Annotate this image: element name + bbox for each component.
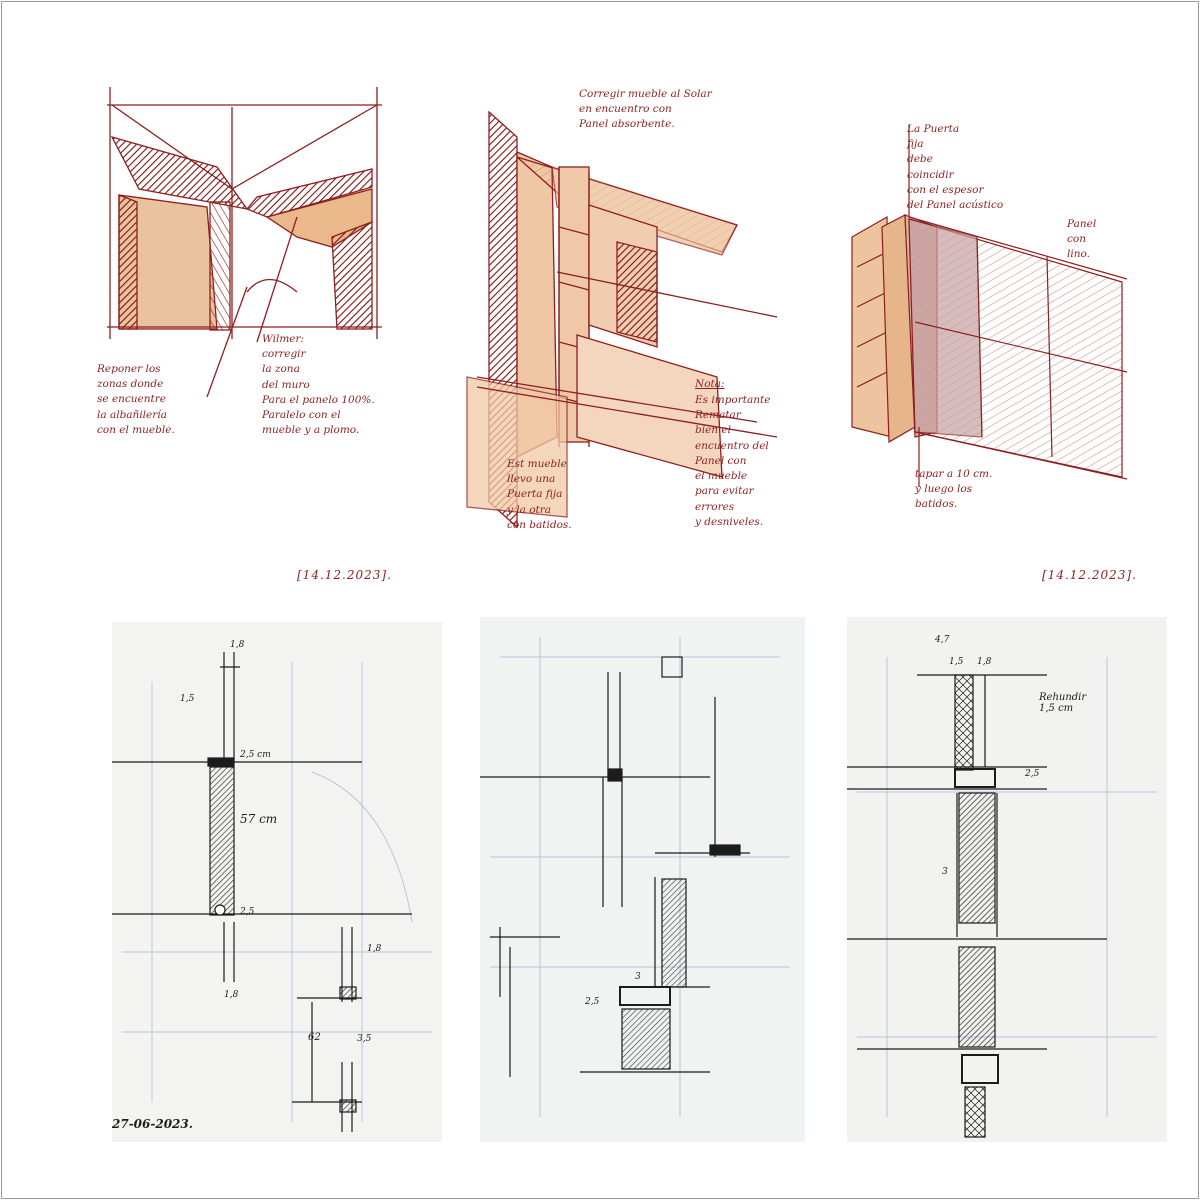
dim-4-7: 4,7: [935, 635, 950, 645]
note-nota-body: Es importante Rematar bien el encuentro …: [695, 394, 771, 528]
dim-2-5-cm: 2,5 cm: [240, 750, 271, 760]
dim-2-5-right: 2,5: [1025, 769, 1040, 779]
dim-3-5: 3,5: [357, 1034, 372, 1044]
ink-section-middle: 3 2,5: [480, 617, 805, 1142]
sketch-panel-wall: [851, 125, 1128, 487]
note-cover-10cm: tapar a 10 cm. y luego los batidos.: [915, 468, 993, 511]
ink-section-left-drawing: [112, 652, 432, 1132]
date-left: [14.12.2023].: [297, 568, 392, 582]
note-panel-lino: Panel con lino.: [1067, 218, 1097, 261]
ink-section-middle-drawing: [480, 637, 790, 1117]
note-rehundir: Rehundir 1,5 cm: [1039, 692, 1087, 714]
dim-1-8-bottom: 1,8: [224, 990, 239, 1000]
dim-1-8-right: 1,8: [367, 944, 382, 954]
sketch-cabinet-perspective: [466, 110, 778, 529]
dim-3-right: 3: [942, 867, 948, 877]
note-correct-cabinet: Corregir mueble al Solar en encuentro co…: [579, 88, 712, 131]
note-door-panel: La Puerta fija debe coincidir con el esp…: [907, 123, 1004, 212]
dim-2-5-bottom: 2,5: [240, 907, 255, 917]
dim-1-5: 1,5: [180, 694, 195, 704]
sketch-corner-view: [107, 87, 382, 398]
ink-section-right: 4,7 1,5 1,8 Rehundir 1,5 cm 2,5 3: [847, 617, 1167, 1142]
date-right: [14.12.2023].: [1042, 568, 1137, 582]
note-wilmer: Wilmer: corregir la zona del muro Para e…: [262, 333, 375, 437]
dim-62: 62: [308, 1032, 321, 1043]
dim-2-5-mid: 2,5: [585, 997, 600, 1007]
red-sketch-row: Reponer los zonas donde se encuentre la …: [97, 77, 1142, 592]
dim-1-5-right: 1,5: [949, 657, 964, 667]
dim-57-cm: 57 cm: [240, 812, 278, 826]
note-fixed-door: Est mueble llevo una Puerta fija y la ot…: [507, 458, 572, 531]
date-ink-sketch: 27-06-2023.: [112, 1117, 193, 1131]
dim-1-8-top: 1,8: [230, 640, 245, 650]
dim-1-8-right-top: 1,8: [977, 657, 992, 667]
ink-section-right-drawing: [847, 657, 1157, 1138]
dim-3-mid: 3: [635, 972, 641, 982]
red-sketch-drawings: [107, 87, 1128, 529]
note-nota-title: Nota:: [695, 378, 725, 390]
ink-section-left: 1,8 1,5 2,5 cm 57 cm 2,5 1,8 1,8 62 3,5 …: [112, 622, 442, 1142]
note-repair-zones: Reponer los zonas donde se encuentre la …: [97, 363, 175, 436]
